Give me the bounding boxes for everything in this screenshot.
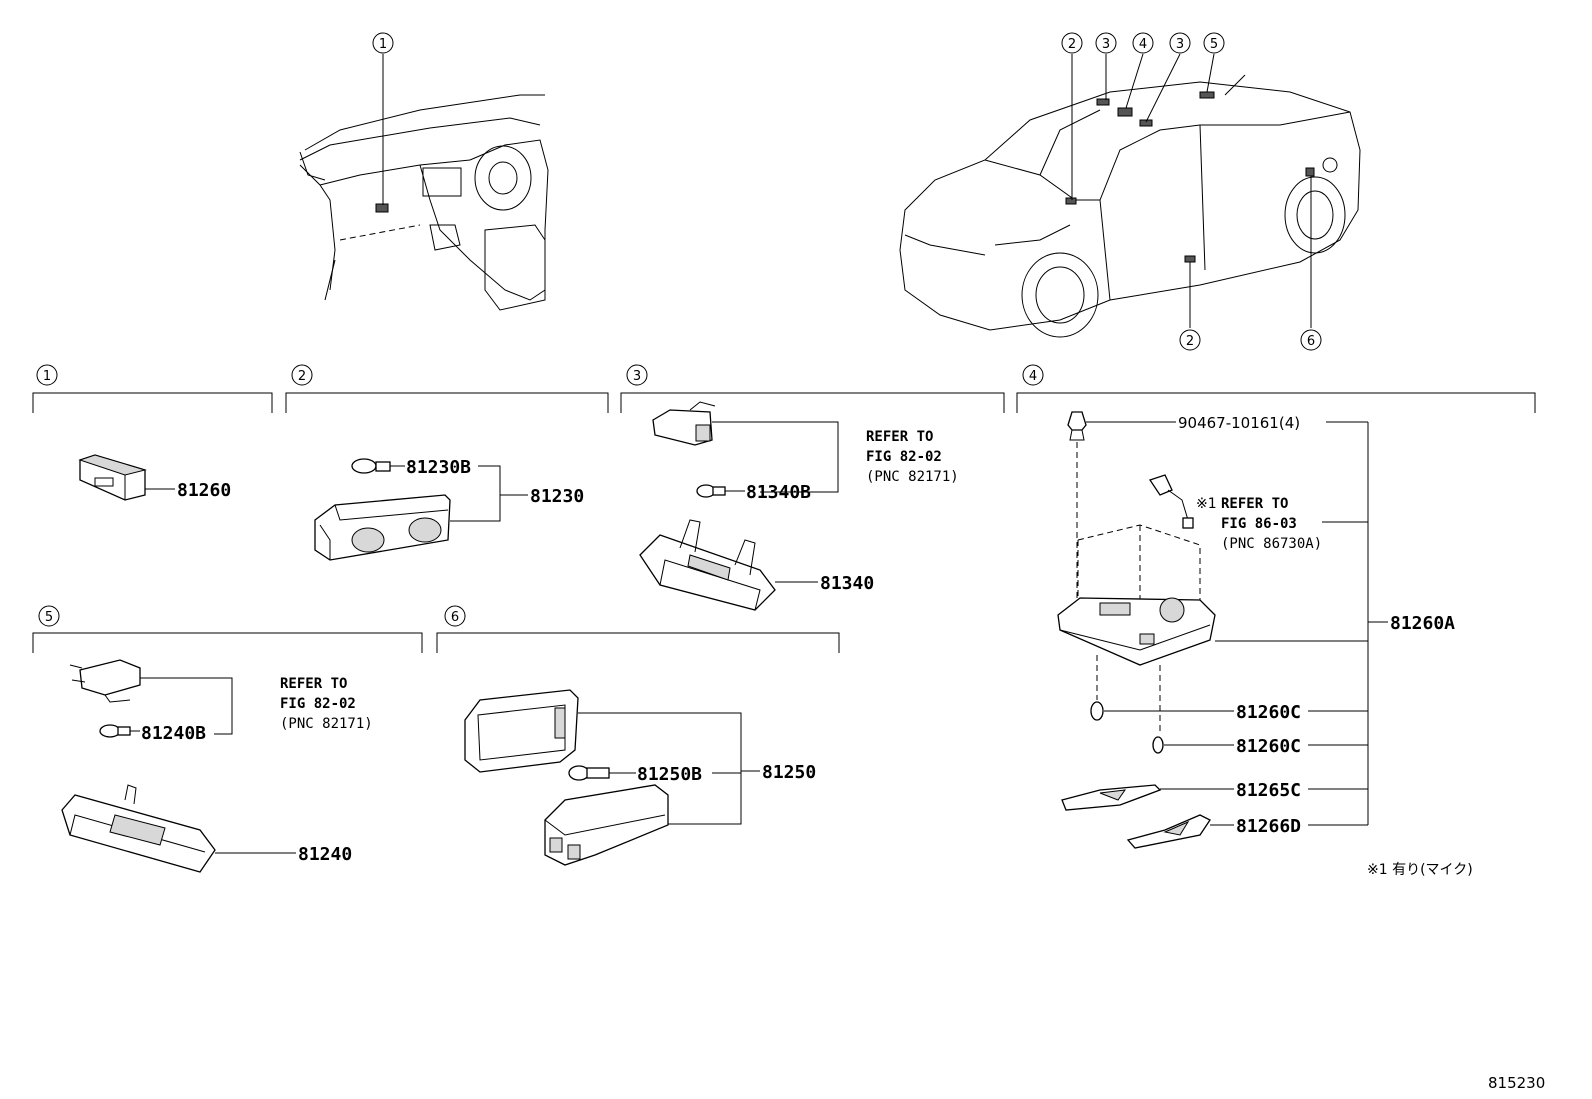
footnote-mark-sec4: ※1 bbox=[1196, 496, 1217, 512]
part-label-81250B: 81250B bbox=[637, 764, 702, 785]
bulb-81260C-2-drawing bbox=[1152, 736, 1164, 754]
svg-text:4: 4 bbox=[1029, 369, 1037, 384]
part-81260-drawing bbox=[78, 454, 147, 501]
callout-2-top: 2 bbox=[1061, 32, 1083, 54]
part-label-81260: 81260 bbox=[177, 480, 231, 501]
part-label-81230: 81230 bbox=[530, 486, 584, 507]
lens-81265C-drawing bbox=[1061, 784, 1162, 811]
svg-text:1: 1 bbox=[43, 369, 51, 384]
part-label-81266D: 81266D bbox=[1236, 816, 1301, 837]
callout-6-bottom: 6 bbox=[1300, 329, 1322, 351]
figure-code: 815230 bbox=[1488, 1074, 1545, 1092]
socket-81240-drawing bbox=[69, 659, 141, 703]
callout-4-top: 4 bbox=[1132, 32, 1154, 54]
callout-1-top: 1 bbox=[372, 32, 394, 54]
footnote-text: ※1 有り(マイク) bbox=[1367, 862, 1473, 878]
callout-5-top: 5 bbox=[1203, 32, 1225, 54]
housing-81250-drawing bbox=[544, 784, 669, 866]
bulb-81340B-drawing bbox=[696, 484, 726, 498]
svg-text:2: 2 bbox=[1068, 37, 1076, 52]
part-label-81265C: 81265C bbox=[1236, 780, 1301, 801]
bulb-81240B-drawing bbox=[99, 724, 131, 738]
svg-text:4: 4 bbox=[1139, 37, 1147, 52]
svg-text:2: 2 bbox=[298, 369, 306, 384]
bulb-81230B-drawing bbox=[351, 458, 391, 474]
svg-text:3: 3 bbox=[1176, 37, 1184, 52]
svg-text:5: 5 bbox=[1210, 37, 1218, 52]
svg-text:3: 3 bbox=[633, 369, 641, 384]
callout-3-top-b: 3 bbox=[1169, 32, 1191, 54]
refer-text-sec3-line3: (PNC 82171) bbox=[866, 469, 959, 485]
part-label-81340B: 81340B bbox=[746, 482, 811, 503]
overhead-console-81260A-drawing bbox=[1057, 524, 1216, 666]
car-illustration bbox=[899, 74, 1361, 338]
mic-harness-drawing bbox=[1148, 474, 1194, 529]
part-label-81260C-1: 81260C bbox=[1236, 702, 1301, 723]
svg-text:1: 1 bbox=[379, 37, 387, 52]
refer-text-sec4-line1: REFER TO bbox=[1221, 496, 1288, 512]
clip-90467-drawing bbox=[1067, 411, 1087, 441]
section-callout-4: 4 bbox=[1022, 364, 1044, 386]
dashboard-illustration bbox=[299, 94, 549, 311]
svg-text:2: 2 bbox=[1186, 334, 1194, 349]
svg-text:6: 6 bbox=[451, 610, 459, 625]
lamp-81340-drawing bbox=[639, 519, 776, 611]
part-label-81260A: 81260A bbox=[1390, 613, 1455, 634]
refer-text-sec4-line3: (PNC 86730A) bbox=[1221, 536, 1322, 552]
section-callout-2: 2 bbox=[291, 364, 313, 386]
lamp-81240-drawing bbox=[61, 784, 216, 873]
svg-text:5: 5 bbox=[45, 610, 53, 625]
section-brackets bbox=[32, 392, 1536, 653]
section-callout-5: 5 bbox=[38, 605, 60, 627]
refer-text-sec3-line2: FIG 82-02 bbox=[866, 449, 942, 465]
part-label-81340: 81340 bbox=[820, 573, 874, 594]
part-label-81240: 81240 bbox=[298, 844, 352, 865]
lamp-81230-drawing bbox=[314, 494, 451, 561]
bulb-81250B-drawing bbox=[568, 765, 610, 781]
lens-81250-drawing bbox=[464, 689, 579, 773]
refer-text-sec5-line1: REFER TO bbox=[280, 676, 347, 692]
part-label-81250: 81250 bbox=[762, 762, 816, 783]
part-label-81230B: 81230B bbox=[406, 457, 471, 478]
refer-text-sec3-line1: REFER TO bbox=[866, 429, 933, 445]
part-label-90467-10161: 90467-10161(4) bbox=[1178, 414, 1300, 432]
lens-81266D-drawing bbox=[1126, 814, 1211, 849]
refer-text-sec5-line2: FIG 82-02 bbox=[280, 696, 356, 712]
part-label-81240B: 81240B bbox=[141, 723, 206, 744]
section-callout-1: 1 bbox=[36, 364, 58, 386]
refer-text-sec5-line3: (PNC 82171) bbox=[280, 716, 373, 732]
section-callout-6: 6 bbox=[444, 605, 466, 627]
section-callout-3: 3 bbox=[626, 364, 648, 386]
callout-3-top-a: 3 bbox=[1095, 32, 1117, 54]
refer-text-sec4-line2: FIG 86-03 bbox=[1221, 516, 1297, 532]
socket-81340-drawing bbox=[652, 401, 716, 446]
callout-2-bottom: 2 bbox=[1179, 329, 1201, 351]
svg-text:3: 3 bbox=[1102, 37, 1110, 52]
bulb-81260C-1-drawing bbox=[1090, 701, 1104, 721]
svg-text:6: 6 bbox=[1307, 334, 1315, 349]
part-label-81260C-2: 81260C bbox=[1236, 736, 1301, 757]
